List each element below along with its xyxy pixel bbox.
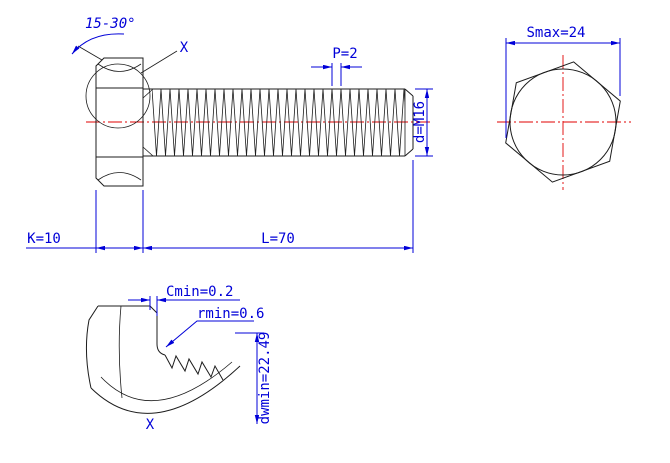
detail-leader-line [140, 50, 178, 74]
head-chamfer-arc-bottom [97, 172, 142, 181]
diameter-dimension: d=M16 [412, 88, 433, 157]
bolt-head-outline [95, 57, 144, 187]
detail-marker-label: X [180, 40, 189, 56]
rmin-leader-line [165, 320, 254, 348]
end-chamfer-bottom [404, 148, 414, 157]
detail-head-bottom-arc [90, 365, 241, 414]
detail-view-marker-label: X [146, 417, 155, 433]
main-view: X 15-30° P=2 d=M16 K=10 [26, 16, 433, 253]
angle-label: 15-30° [85, 16, 136, 32]
width-across-label: Smax=24 [526, 25, 585, 41]
width-across-dimension: Smax=24 [505, 25, 621, 138]
thread-runout-bottom [142, 146, 154, 157]
bolt-head [95, 57, 144, 187]
detail-geometry [85, 305, 241, 414]
end-chamfer-top [404, 88, 414, 97]
fillet-radius-label: rmin=0.6 [197, 306, 264, 322]
fillet-dimension: rmin=0.6 [165, 306, 264, 348]
detail-fillet-arc [156, 343, 166, 356]
detail-head-left-outline [85, 305, 99, 389]
head-height-label: K=10 [27, 231, 61, 247]
length-dimension: L=70 [143, 160, 414, 253]
detail-circle [85, 63, 151, 129]
angle-extension-line [77, 45, 103, 61]
pitch-label: P=2 [332, 46, 357, 62]
detail-facet-curve [118, 305, 123, 399]
diameter-label: d=M16 [412, 101, 428, 143]
head-height-dimension: K=10 [26, 190, 144, 253]
thread-runout-top [142, 88, 154, 99]
detail-view: Cmin=0.2 rmin=0.6 dwmin=22.49 X [85, 284, 273, 433]
detail-washer-face-arc [100, 361, 233, 402]
length-label: L=70 [261, 231, 295, 247]
washer-diameter-dimension: dwmin=22.49 [235, 332, 273, 425]
angle-dimension-arc [71, 33, 125, 55]
bolt-shank [142, 88, 414, 157]
pitch-dimension: P=2 [311, 46, 362, 86]
thread-pattern [152, 89, 405, 156]
chamfer-label: Cmin=0.2 [166, 284, 233, 300]
hexagon-outline [505, 61, 621, 183]
head-chamfer-arc-top [97, 63, 142, 72]
angle-dimension: 15-30° [71, 16, 136, 61]
detail-thread-profile [164, 354, 224, 381]
washer-diameter-label: dwmin=22.49 [257, 332, 273, 425]
chamfer-dimension: Cmin=0.2 [128, 284, 240, 316]
detail-chamfer-edge [149, 305, 158, 314]
chamfer-circle [509, 68, 617, 176]
end-view: Smax=24 [497, 25, 631, 190]
